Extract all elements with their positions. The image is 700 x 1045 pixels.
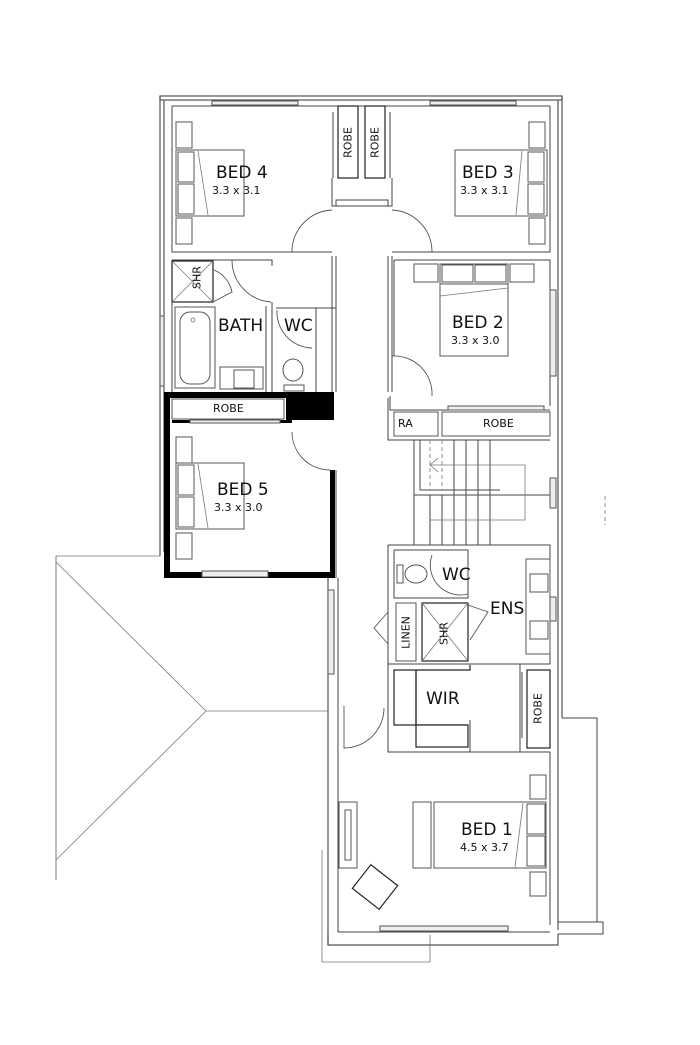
bed2-room: [387, 259, 557, 441]
linen-label: LINEN: [399, 616, 413, 649]
window-bed3: [429, 100, 517, 106]
wc-ens-label: WC: [442, 565, 471, 585]
door-bed3: [391, 209, 433, 253]
wir-label: WIR: [426, 689, 460, 709]
window-bed4: [211, 100, 299, 106]
shr-ens-label: SHR: [437, 622, 451, 645]
bed3-label: BED 3: [462, 163, 514, 183]
robe-bed3-label: ROBE: [368, 127, 382, 158]
bed1-label: BED 1: [461, 820, 513, 840]
bed4-label: BED 4: [216, 163, 268, 183]
shr-bath-label: SHR: [190, 266, 204, 289]
bed4-room: [171, 106, 332, 253]
wc-upper-label: WC: [284, 316, 313, 336]
bed3-room: [392, 106, 551, 253]
door-bed4: [291, 209, 333, 253]
hallway: [331, 256, 393, 752]
bed1-size: 4.5 x 3.7: [460, 841, 509, 854]
robes-top: [331, 105, 393, 207]
robe-bed5-label: ROBE: [213, 402, 244, 415]
robe-bed1-label: ROBE: [531, 693, 545, 724]
bed2-label: BED 2: [452, 313, 504, 333]
robe-bed2-label: ROBE: [483, 417, 514, 430]
bed5-label: BED 5: [217, 480, 269, 500]
stairs: [413, 440, 557, 545]
bed3-size: 3.3 x 3.1: [460, 184, 509, 197]
ens-label: ENS: [490, 599, 525, 619]
bed5-size: 3.3 x 3.0: [214, 501, 263, 514]
robe-bed4-label: ROBE: [341, 127, 355, 158]
roof-outline: [55, 555, 431, 963]
bath-label: BATH: [218, 316, 264, 336]
bed4-size: 3.3 x 3.1: [212, 184, 261, 197]
ra-label: RA: [398, 417, 413, 430]
window-bath: [159, 315, 165, 387]
bath-block: [171, 259, 336, 392]
wir-block: [327, 589, 551, 753]
ensuite-block: [373, 544, 557, 665]
bed2-size: 3.3 x 3.0: [451, 334, 500, 347]
bed1-room: [338, 751, 551, 932]
bed5-room: [164, 392, 335, 578]
